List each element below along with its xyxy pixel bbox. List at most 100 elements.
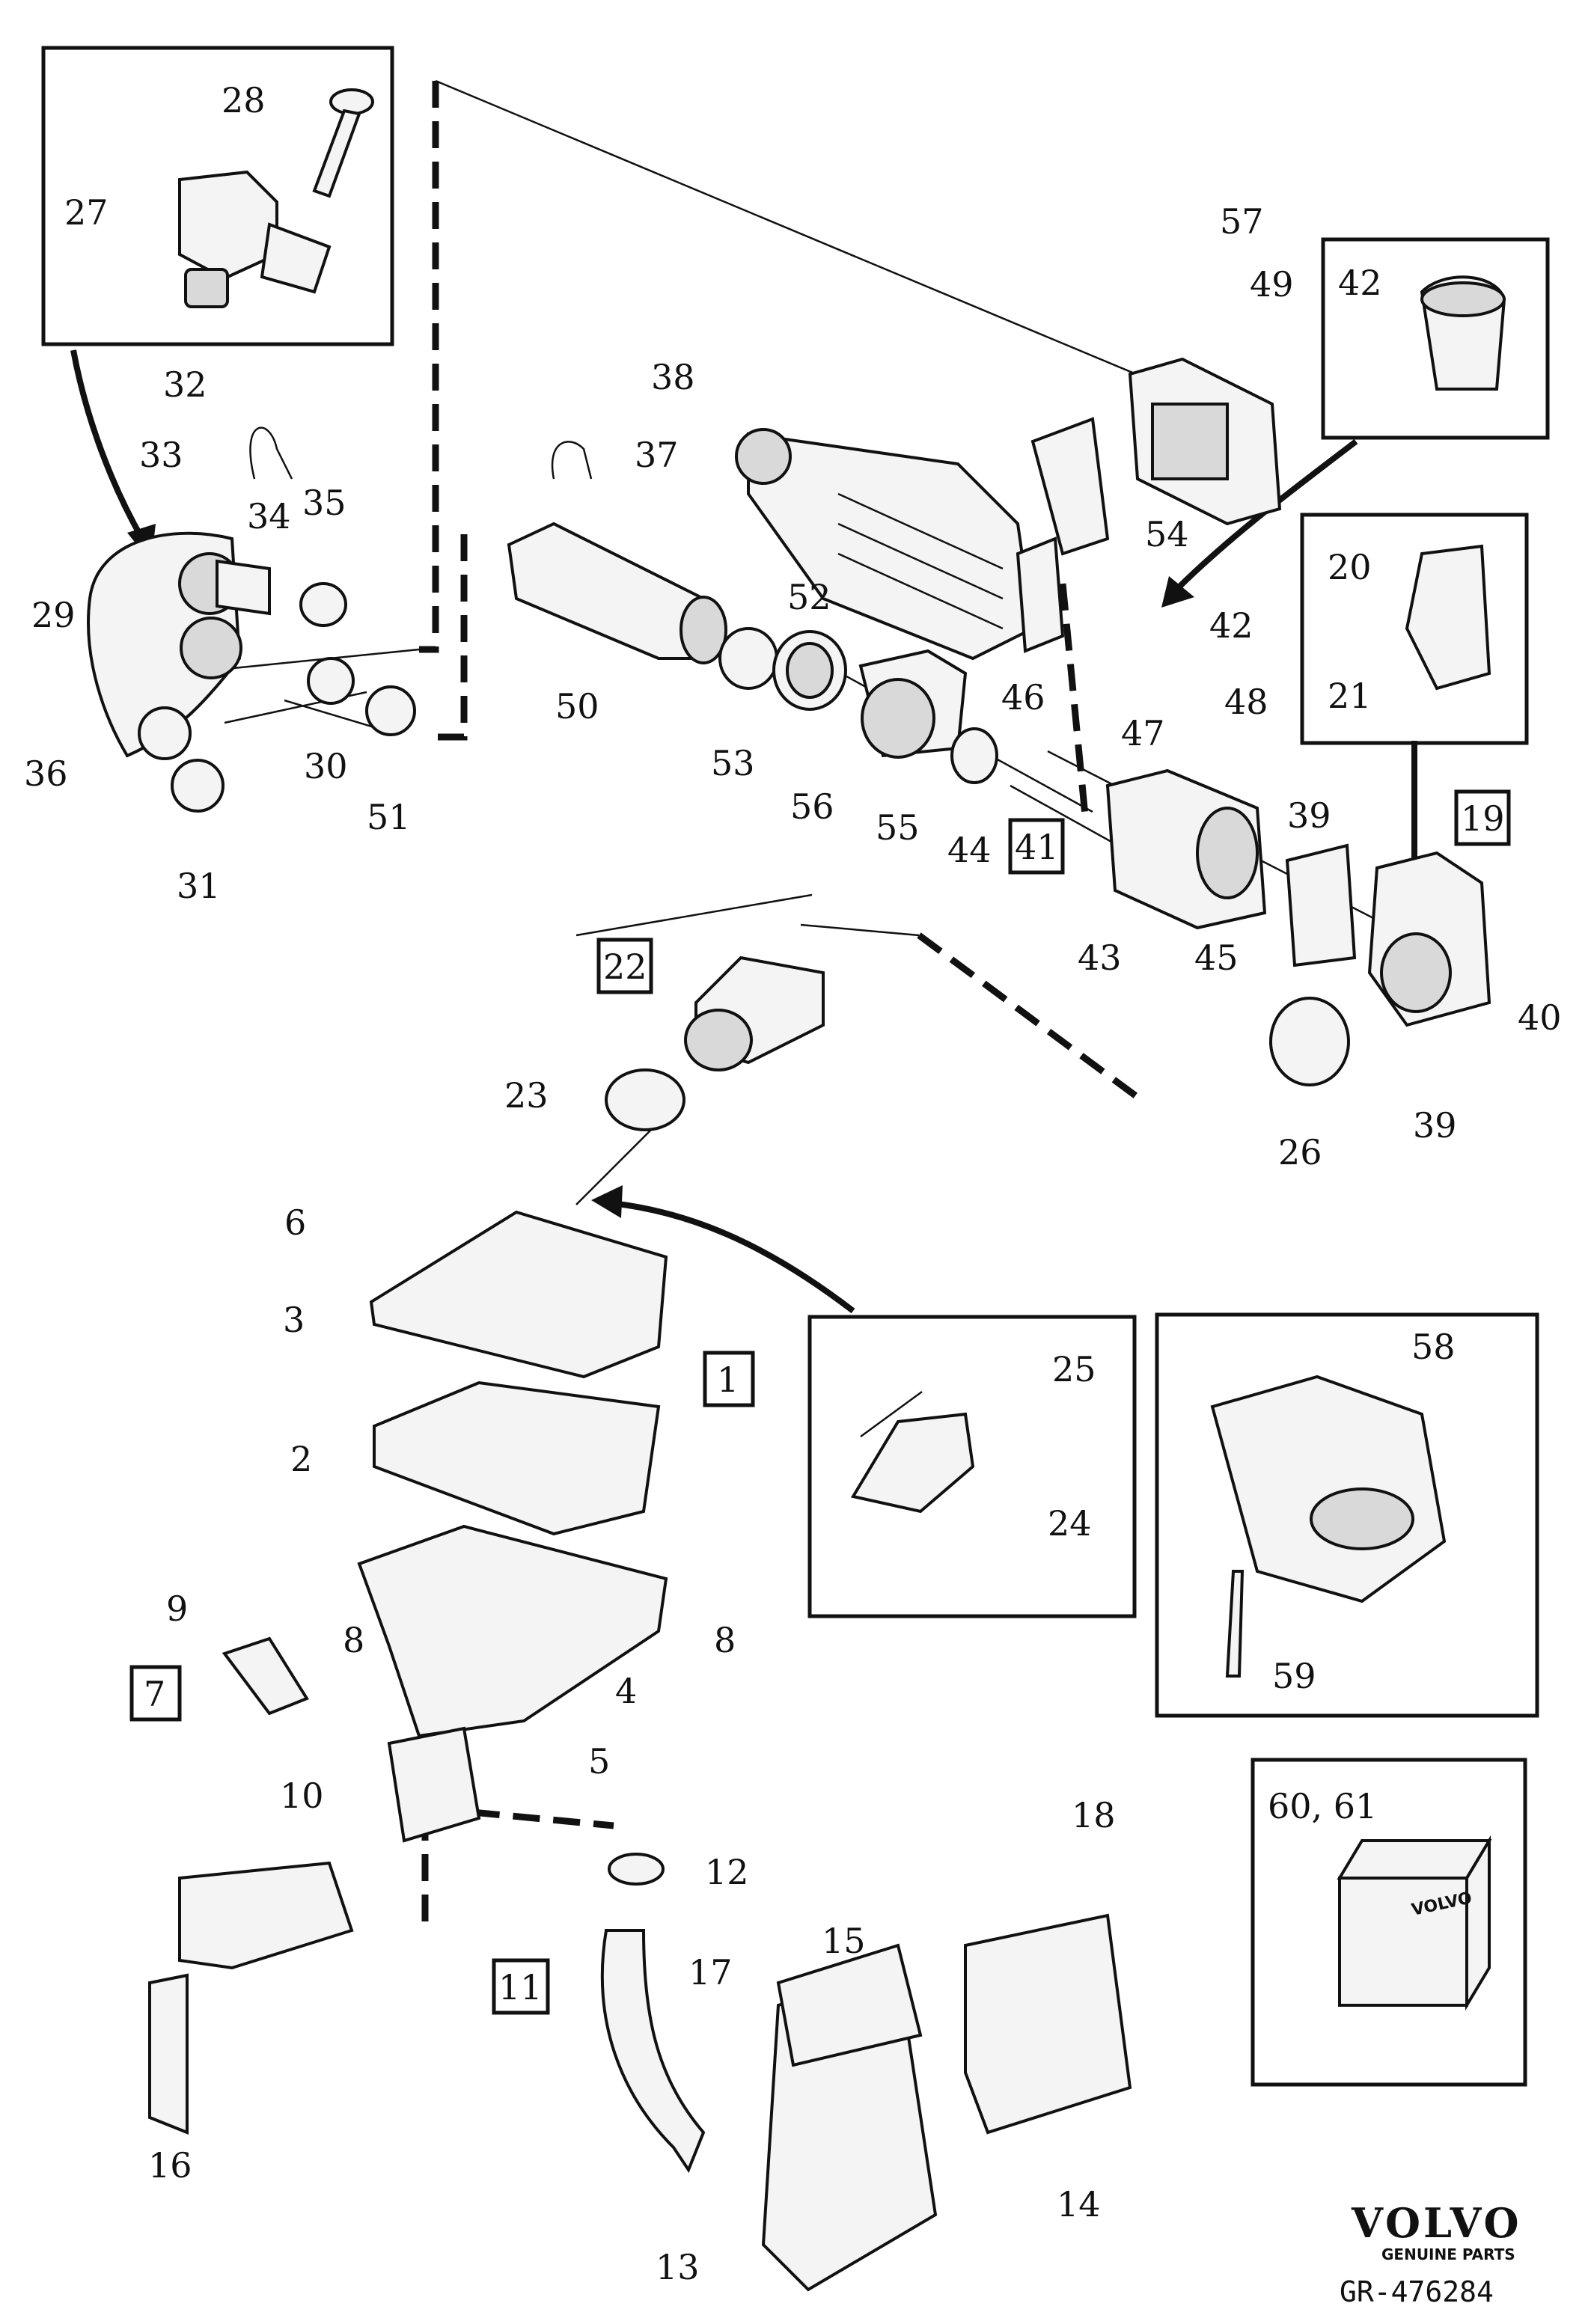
dashed-connectors [419, 81, 1143, 1921]
label-55: 55 [876, 807, 920, 848]
label-7: 7 [144, 1674, 165, 1714]
part-supercharger [735, 428, 1035, 661]
part-10-duct [387, 1726, 481, 1843]
label-51: 51 [367, 797, 411, 837]
label-22: 22 [603, 947, 647, 987]
label-15: 15 [822, 1921, 866, 1961]
label-37: 37 [635, 435, 679, 475]
label-36: 36 [24, 753, 68, 794]
label-18: 18 [1072, 1795, 1116, 1835]
part-48-housing [1105, 768, 1267, 930]
label-14: 14 [1057, 2184, 1101, 2224]
label-39a: 39 [1287, 795, 1331, 836]
part-23-clamp [605, 1068, 685, 1131]
part-19-throttle-body [1367, 851, 1491, 1027]
part-44-oring [950, 727, 998, 784]
label-6: 6 [284, 1202, 306, 1243]
label-33: 33 [139, 435, 183, 475]
label-34: 34 [247, 496, 291, 536]
label-11: 11 [498, 1967, 543, 2007]
seal-rings [171, 582, 416, 813]
label-42a: 42 [1338, 263, 1382, 303]
label-28: 28 [222, 80, 266, 120]
label-48: 48 [1224, 682, 1268, 722]
part-16-intake [148, 1861, 354, 2135]
part-26-clamp [1269, 997, 1350, 1086]
label-47: 47 [1121, 713, 1165, 753]
label-50: 50 [555, 686, 599, 727]
part-50-intake-hose [507, 522, 727, 664]
label-17: 17 [688, 1952, 733, 1993]
label-8b: 8 [714, 1620, 736, 1660]
part-52-coupling [772, 630, 847, 711]
label-5: 5 [588, 1741, 610, 1782]
label-32: 32 [163, 364, 207, 405]
label-31: 31 [177, 866, 221, 906]
part-7-bracket [222, 1636, 309, 1716]
drawing-reference: GR-476284 [1340, 2275, 1494, 2308]
label-53: 53 [711, 743, 755, 783]
part-22-hose [684, 955, 825, 1071]
part-42-cap [1420, 275, 1506, 391]
part-54-gasket [1030, 417, 1110, 556]
brand-logo-text: VOLVO [1351, 2199, 1522, 2247]
part-49-module [1128, 357, 1282, 526]
part-28-bolt [312, 88, 374, 198]
label-4: 4 [615, 1671, 637, 1711]
part-box-6061 [1337, 1835, 1492, 2011]
label-58: 58 [1411, 1327, 1456, 1367]
label-3: 3 [283, 1300, 305, 1340]
label-27: 27 [64, 192, 109, 233]
label-43: 43 [1078, 938, 1122, 978]
part-27-sensor [178, 170, 332, 308]
part-labels: 28 27 32 33 34 35 29 36 30 51 31 38 37 5… [24, 80, 1562, 2287]
part-12-oring [608, 1853, 665, 1886]
part-34-pipe [216, 559, 271, 616]
brand-tagline: GENUINE PARTS [1381, 2245, 1515, 2263]
part-45-gasket [1285, 843, 1357, 967]
label-26: 26 [1278, 1132, 1322, 1172]
part-15-duct [776, 1943, 923, 2067]
part-58-throttle [1210, 1374, 1447, 1603]
label-57: 57 [1220, 201, 1264, 242]
label-12: 12 [705, 1852, 749, 1892]
label-20: 20 [1328, 547, 1372, 587]
label-1: 1 [717, 1360, 739, 1400]
label-19: 19 [1461, 798, 1505, 839]
label-8a: 8 [343, 1620, 364, 1660]
label-52: 52 [787, 577, 831, 617]
part-53-clamp [718, 627, 778, 690]
part-55-throttle [858, 649, 968, 759]
label-45: 45 [1194, 938, 1239, 978]
boxed-labels: 19 41 22 1 7 11 [129, 789, 1511, 2015]
label-40: 40 [1518, 997, 1562, 1038]
label-29: 29 [31, 595, 76, 635]
label-59: 59 [1272, 1656, 1316, 1696]
label-42b: 42 [1209, 605, 1253, 646]
label-44: 44 [947, 830, 992, 870]
label-2: 2 [290, 1439, 312, 1479]
label-60-61: 60, 61 [1268, 1786, 1377, 1826]
label-25: 25 [1052, 1349, 1096, 1389]
part-24-sensor [850, 1412, 975, 1514]
label-9: 9 [166, 1588, 188, 1629]
part-11-hose [600, 1929, 706, 2174]
label-38: 38 [651, 357, 695, 397]
label-21: 21 [1328, 676, 1372, 716]
part-4-airbox-lower [357, 1524, 668, 1738]
label-16: 16 [148, 2145, 192, 2186]
label-24: 24 [1048, 1503, 1092, 1544]
label-23: 23 [504, 1075, 549, 1116]
label-49: 49 [1250, 264, 1294, 305]
part-46-gasket [1016, 536, 1065, 653]
label-56: 56 [790, 786, 834, 827]
part-3-airbox-cover [369, 1210, 668, 1379]
label-30: 30 [304, 746, 348, 786]
part-59-bolt [1225, 1570, 1245, 1678]
label-41: 41 [1015, 827, 1059, 867]
part-37-clip [551, 441, 593, 480]
label-39b: 39 [1413, 1105, 1457, 1146]
label-35: 35 [302, 483, 346, 523]
label-13: 13 [656, 2247, 700, 2287]
label-10: 10 [280, 1776, 324, 1816]
